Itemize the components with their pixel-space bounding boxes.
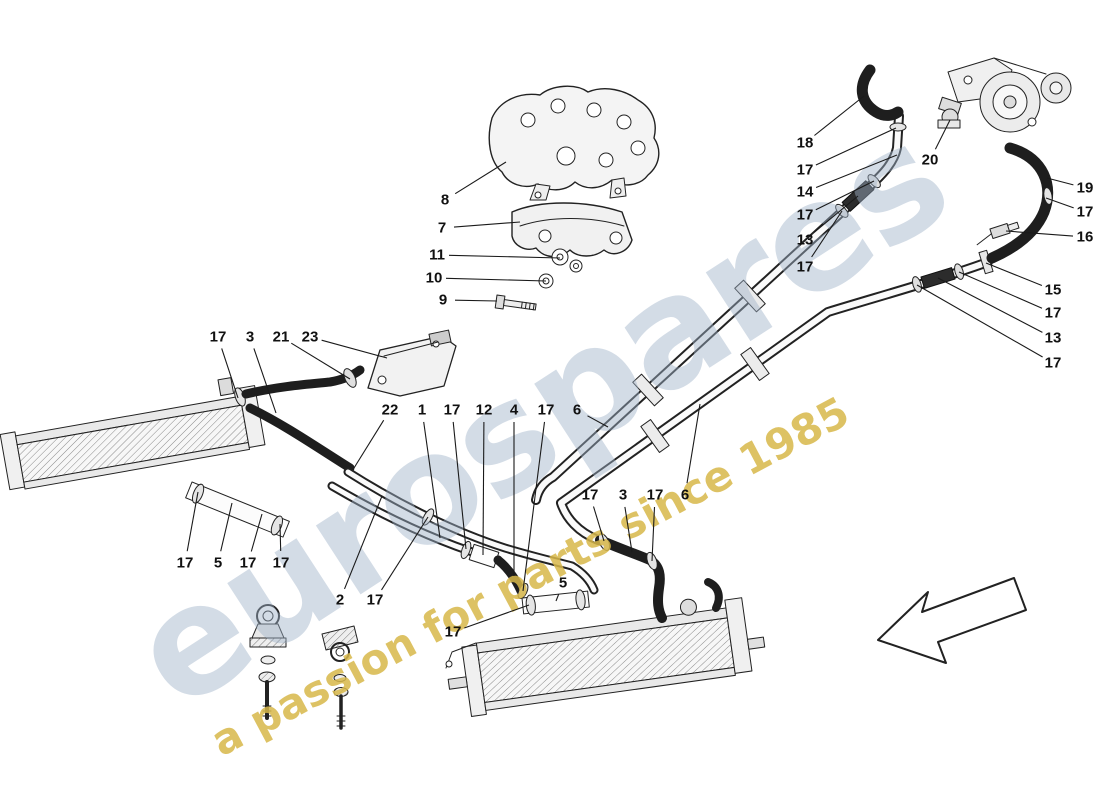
upper-left-hoses <box>241 329 457 473</box>
engine-assembly <box>937 57 1072 133</box>
callout-1[interactable]: 1 <box>417 401 427 419</box>
heat-shield-lower <box>511 202 633 258</box>
callout-9[interactable]: 9 <box>438 291 448 309</box>
radiator-elbow-hose <box>704 578 723 612</box>
callout-17[interactable]: 17 <box>1044 304 1062 322</box>
hose-3-bottom <box>595 535 667 623</box>
pipe-union <box>734 279 766 313</box>
callout-13[interactable]: 13 <box>796 231 814 249</box>
callout-17[interactable]: 17 <box>209 328 227 346</box>
callout-17[interactable]: 17 <box>796 206 814 224</box>
clamp-17-vertical-pipe <box>889 122 907 132</box>
callout-11[interactable]: 11 <box>429 246 445 264</box>
callout-21[interactable]: 21 <box>272 328 290 346</box>
callout-17[interactable]: 17 <box>176 554 194 572</box>
mid-hoses <box>185 467 599 599</box>
washers-and-bolt <box>494 248 583 311</box>
callout-17[interactable]: 17 <box>796 161 814 179</box>
hose-4 <box>493 555 526 596</box>
heat-shield-upper <box>488 85 660 201</box>
hose-3-upper <box>241 365 365 399</box>
callout-10[interactable]: 10 <box>425 269 443 287</box>
callout-5[interactable]: 5 <box>558 574 568 592</box>
callout-3[interactable]: 3 <box>245 328 255 346</box>
callout-22[interactable]: 22 <box>381 401 399 419</box>
callout-3[interactable]: 3 <box>618 486 628 504</box>
callout-14[interactable]: 14 <box>796 183 814 201</box>
callout-6[interactable]: 6 <box>572 401 582 419</box>
hose-5-lower <box>521 589 590 616</box>
pipe-union <box>632 373 664 407</box>
callout-7[interactable]: 7 <box>437 219 447 237</box>
callout-6[interactable]: 6 <box>680 486 690 504</box>
mounting-brackets <box>249 604 359 730</box>
callout-23[interactable]: 23 <box>301 328 319 346</box>
hose-3-lower <box>245 403 355 473</box>
callout-8[interactable]: 8 <box>440 191 450 209</box>
callout-17[interactable]: 17 <box>1044 354 1062 372</box>
pipe-union <box>740 346 770 382</box>
callout-2[interactable]: 2 <box>335 591 345 609</box>
rubber-sleeve-13 <box>835 174 881 218</box>
callout-12[interactable]: 12 <box>475 401 493 419</box>
callout-17[interactable]: 17 <box>1076 203 1094 221</box>
callout-18[interactable]: 18 <box>796 134 814 152</box>
callout-17[interactable]: 17 <box>366 591 384 609</box>
bolt-9 <box>494 294 537 311</box>
callout-16[interactable]: 16 <box>1076 228 1094 246</box>
callout-13[interactable]: 13 <box>1044 329 1062 347</box>
rubber-sleeve-13 <box>911 263 965 293</box>
callout-17[interactable]: 17 <box>581 486 599 504</box>
pipe-union <box>640 418 670 454</box>
clamp-17-hose3-bottom <box>646 551 658 571</box>
hose-18 <box>856 64 904 121</box>
water-pipe-2 <box>343 467 599 595</box>
sensor-bracket-23 <box>367 329 457 397</box>
lower-radiator-group <box>445 533 766 717</box>
direction-arrow <box>877 577 1027 664</box>
callout-19[interactable]: 19 <box>1076 179 1094 197</box>
callout-17[interactable]: 17 <box>646 486 664 504</box>
callout-20[interactable]: 20 <box>921 151 939 169</box>
callout-17[interactable]: 17 <box>272 554 290 572</box>
callout-17[interactable]: 17 <box>443 401 461 419</box>
callout-5[interactable]: 5 <box>213 554 223 572</box>
callout-17[interactable]: 17 <box>537 401 555 419</box>
sensor-16 <box>976 221 1020 246</box>
callout-17[interactable]: 17 <box>444 623 462 641</box>
hose-19 <box>986 142 1054 264</box>
callout-17[interactable]: 17 <box>796 258 814 276</box>
left-radiator <box>0 377 266 491</box>
callout-17[interactable]: 17 <box>239 554 257 572</box>
hose-5-upper <box>185 481 290 538</box>
callout-4[interactable]: 4 <box>509 401 519 419</box>
callout-15[interactable]: 15 <box>1044 281 1062 299</box>
